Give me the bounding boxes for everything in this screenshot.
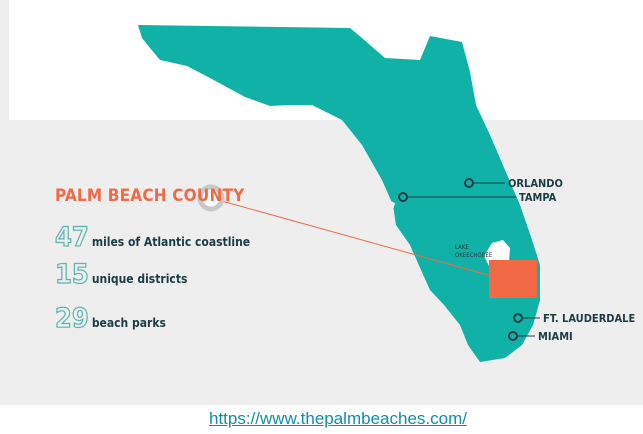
stat-row-parks: 29 beach parks [54,303,166,334]
city-marker-miami[interactable]: MIAMI [508,330,573,343]
stat-number: 29 [54,303,89,334]
florida-map: LAKE OKEECHOBEE ORLANDO TAMPA FT. LAUDER… [138,25,635,362]
stat-row-districts: 15 unique districts [54,259,188,290]
tampa-bay [384,198,395,214]
city-label-miami: MIAMI [538,330,573,343]
stat-text: beach parks [91,316,166,330]
city-marker-ft-lauderdale[interactable]: FT. LAUDERDALE [513,312,635,325]
connector-line [210,197,500,279]
source-link[interactable]: https://www.thepalmbeaches.com/ [209,409,467,428]
city-label-orlando: ORLANDO [508,177,563,190]
pointer-circle-icon [197,184,225,212]
county-title: PALM BEACH COUNTY [55,186,245,206]
city-label-tampa: TAMPA [519,191,557,204]
map-infographic: LAKE OKEECHOBEE ORLANDO TAMPA FT. LAUDER… [0,0,643,405]
florida-landmass [138,25,540,362]
city-label-ft-lauderdale: FT. LAUDERDALE [543,312,635,325]
stat-text: miles of Atlantic coastline [91,235,251,249]
stat-text: unique districts [91,272,188,286]
lake-label-2: OKEECHOBEE [455,252,493,259]
palm-beach-county-region[interactable] [489,260,537,298]
lake-label-1: LAKE [455,244,469,251]
stat-number: 15 [54,259,89,290]
stat-row-coastline: 47 miles of Atlantic coastline [54,222,251,253]
city-marker-tampa[interactable]: TAMPA [398,191,557,204]
stat-number: 47 [54,222,89,253]
city-marker-orlando[interactable]: ORLANDO [464,177,563,190]
